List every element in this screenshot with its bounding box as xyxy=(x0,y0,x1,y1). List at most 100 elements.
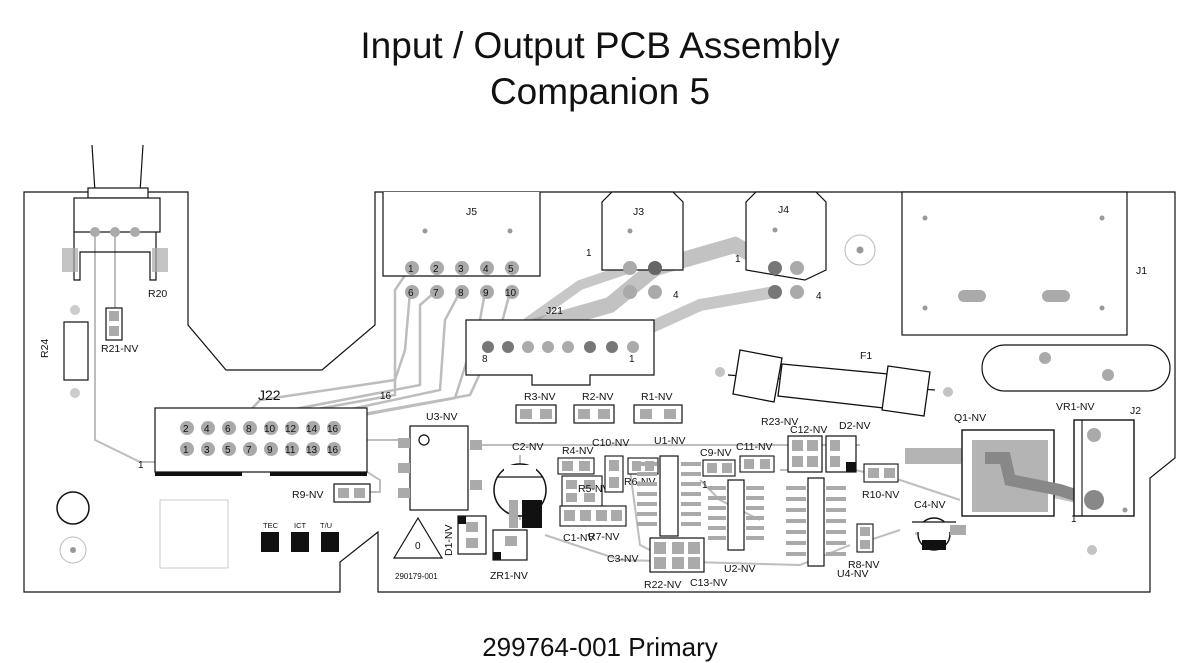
r7-label: R7-NV xyxy=(588,531,620,543)
c2-capacitor xyxy=(493,463,547,528)
footer-label: 299764-001 Primary xyxy=(482,632,718,662)
zr1-label: ZR1-NV xyxy=(490,570,528,582)
q1-transistor xyxy=(905,429,1092,517)
j5-pin: 6 xyxy=(408,288,414,299)
j22-pin: 7 xyxy=(246,445,252,456)
d1-label: D1-NV xyxy=(443,524,455,556)
polarity-triangle xyxy=(392,516,444,559)
c1-body xyxy=(559,505,627,527)
j22-pin: 12 xyxy=(285,424,297,435)
u2-chip xyxy=(708,479,764,551)
j2-pin1: 1 xyxy=(1071,514,1077,525)
j3-pin4: 4 xyxy=(673,290,679,301)
title-line-1: Input / Output PCB Assembly xyxy=(360,25,840,66)
c13-label: C13-NV xyxy=(690,577,727,589)
j22-pin: 5 xyxy=(225,445,231,456)
c10-label: C10-NV xyxy=(592,437,629,449)
j2-label: J2 xyxy=(1130,405,1141,417)
j22-label: J22 xyxy=(258,387,281,403)
r21-label: R21-NV xyxy=(101,343,138,355)
u3-label: U3-NV xyxy=(426,411,458,423)
j22-pin: 10 xyxy=(264,424,276,435)
j5-pin: 2 xyxy=(433,264,439,275)
c3-label: C3-NV xyxy=(607,553,639,565)
r4-body xyxy=(557,457,595,475)
d2-label: D2-NV xyxy=(839,420,871,432)
c1-label: C1-NV xyxy=(563,532,595,544)
j22-pin: 14 xyxy=(306,424,318,435)
j3-connector xyxy=(601,191,684,271)
j5-pin: 4 xyxy=(483,264,489,275)
j21-connector xyxy=(465,319,655,386)
j5-pin: 7 xyxy=(433,288,439,299)
r22-label: R22-NV xyxy=(644,579,681,591)
vr1-j2 xyxy=(1073,419,1135,517)
r24-label: R24 xyxy=(39,339,51,358)
j21-label: J21 xyxy=(546,305,563,317)
j4-pin1: 1 xyxy=(735,254,741,265)
r3-label: R3-NV xyxy=(524,391,556,403)
r23-label: R23-NV xyxy=(761,416,798,428)
j21-pins xyxy=(482,341,639,353)
j22-pin16-marker: 16 xyxy=(380,391,392,402)
mounting-hole xyxy=(56,491,90,525)
j22-pin: 16 xyxy=(327,424,339,435)
test-pad-ict: ICT xyxy=(294,521,307,530)
r9-label: R9-NV xyxy=(292,489,324,501)
c12-label: C12-NV xyxy=(790,424,827,436)
j3-label: J3 xyxy=(633,206,644,218)
j5-connector xyxy=(382,192,541,277)
j5-label: J5 xyxy=(466,206,477,218)
c9-label: C9-NV xyxy=(700,447,732,459)
c4-capacitor xyxy=(912,517,966,551)
r1-label: R1-NV xyxy=(641,391,673,403)
test-pads: TEC ICT T/U xyxy=(261,521,339,552)
c11-label: C11-NV xyxy=(736,441,773,453)
j5-pin: 1 xyxy=(408,264,414,275)
u4-label: U4-NV xyxy=(837,568,869,580)
j5-pin: 5 xyxy=(508,264,514,275)
test-pad-tec: TEC xyxy=(263,521,279,530)
j22-pin: 6 xyxy=(225,424,231,435)
board-outline xyxy=(23,191,1176,593)
j22-pin: 2 xyxy=(183,424,189,435)
j22-pins: 2 4 6 8 10 12 14 16 1 3 5 7 9 11 13 16 xyxy=(180,421,341,456)
r4-label: R4-NV xyxy=(562,445,594,457)
f1-fuse xyxy=(715,349,953,417)
j22-pin1-marker: 1 xyxy=(138,460,144,471)
j22-pin: 3 xyxy=(204,445,210,456)
test-pad-tu: T/U xyxy=(320,521,332,530)
j4-connector xyxy=(745,191,827,281)
slot xyxy=(981,344,1171,392)
j5-pin: 8 xyxy=(458,288,464,299)
r23-c12-d2 xyxy=(787,435,857,473)
j1-connector xyxy=(901,191,1128,336)
f1-label: F1 xyxy=(860,350,872,362)
r5-label: R5-NV xyxy=(578,483,610,495)
u4-chip xyxy=(786,477,846,567)
r2-label: R2-NV xyxy=(582,391,614,403)
j5-pin: 9 xyxy=(483,288,489,299)
j5-pins: 1 2 3 4 5 6 7 8 9 10 xyxy=(405,261,519,299)
c2-label: C2-NV xyxy=(512,441,544,453)
triangle-zero: 0 xyxy=(415,541,421,552)
j5-pin: 3 xyxy=(458,264,464,275)
j22-pin: 1 xyxy=(183,445,189,456)
u1-pin1: 1 xyxy=(702,480,708,491)
j4-label: J4 xyxy=(778,204,789,216)
c4-label: C4-NV xyxy=(914,499,946,511)
r8-label: R8-NV xyxy=(848,559,880,571)
j4-pin4: 4 xyxy=(816,291,822,302)
vr1-label: VR1-NV xyxy=(1056,401,1095,413)
r6-body xyxy=(604,455,624,493)
j5-pin: 10 xyxy=(505,288,517,299)
q1-label: Q1-NV xyxy=(954,412,986,424)
j22-pin: 4 xyxy=(204,424,210,435)
j22-pin: 8 xyxy=(246,424,252,435)
title-line-2: Companion 5 xyxy=(489,71,711,112)
r20-switch xyxy=(62,144,168,281)
j1-label: J1 xyxy=(1136,265,1147,277)
u2-label: U2-NV xyxy=(724,563,756,575)
board-code: 290179-001 xyxy=(395,572,438,581)
